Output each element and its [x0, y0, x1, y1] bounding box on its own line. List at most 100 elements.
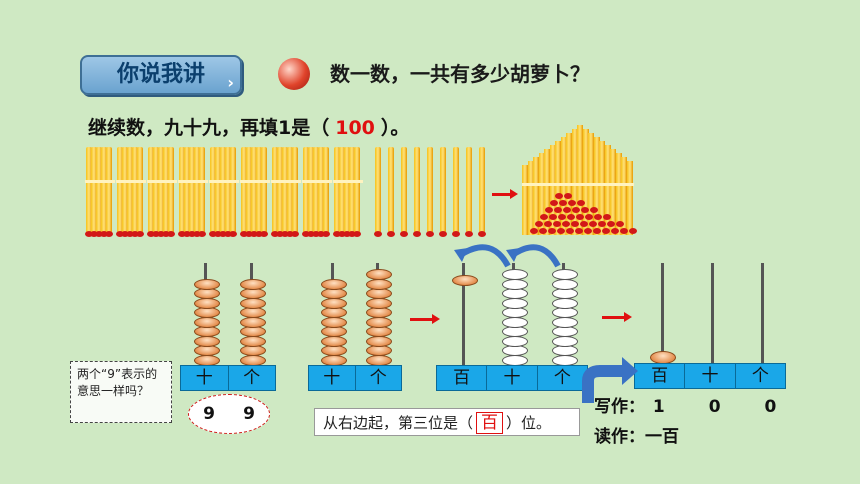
stick-tip — [281, 231, 289, 237]
bend-arrow-icon — [582, 357, 638, 403]
abacus-bead — [552, 278, 578, 290]
abacus-bead — [240, 288, 266, 299]
stick — [261, 147, 267, 233]
stick — [344, 147, 350, 233]
count-sentence: 继续数，九十九，再填1是（100）。 — [88, 113, 409, 140]
stick — [199, 147, 205, 233]
carry-arrows-icon — [454, 244, 561, 268]
arrow-right-icon — [492, 189, 518, 199]
stick — [427, 147, 433, 233]
stick — [220, 147, 226, 233]
stick — [604, 145, 611, 235]
stick — [615, 153, 622, 235]
stick — [163, 147, 169, 233]
bundle-tie — [178, 180, 208, 183]
stick — [610, 149, 616, 235]
abacus-bead — [240, 326, 266, 337]
count-answer: 100 — [335, 117, 375, 139]
bundle-tie — [240, 180, 270, 183]
abacus-bead — [321, 297, 347, 309]
stick — [215, 147, 221, 233]
stick-tip — [95, 231, 103, 237]
abacus-bead — [502, 316, 528, 328]
stick-tip — [568, 200, 576, 206]
stick — [225, 147, 231, 233]
stick-tip — [343, 231, 351, 237]
stick — [168, 147, 174, 233]
stick-tip — [167, 231, 175, 237]
stick — [101, 147, 107, 233]
stick-tip — [116, 231, 124, 237]
stick — [571, 129, 578, 235]
stick — [272, 147, 278, 233]
place-label: 十 — [487, 366, 538, 390]
stick — [122, 147, 128, 233]
abacus-bead — [366, 269, 392, 280]
abacus-bead — [240, 307, 266, 318]
abacus-bead — [502, 326, 528, 337]
abacus-bead — [194, 326, 220, 337]
abacus-bead — [321, 345, 347, 356]
rule-before: 从右边起，第三位是（ — [323, 414, 474, 432]
stick — [621, 157, 627, 235]
stick-tip — [589, 221, 597, 227]
stick — [334, 147, 340, 233]
stick-tip — [387, 231, 395, 237]
abacus-bead — [321, 335, 347, 347]
stick — [210, 147, 216, 233]
stick — [179, 147, 185, 233]
abacus-bead — [240, 335, 266, 347]
abacus2-base: 十 个 — [308, 365, 402, 391]
stick-tip — [576, 214, 584, 220]
abacus-bead — [194, 345, 220, 356]
stick — [189, 147, 195, 233]
stick — [375, 147, 381, 233]
write-line: 写作： 1 0 0 — [594, 392, 776, 417]
abacus-bead — [552, 326, 578, 337]
abacus-bead — [552, 269, 578, 280]
stick-tip — [535, 221, 543, 227]
abacus-bead — [321, 288, 347, 299]
stick — [555, 141, 561, 235]
stick-tip — [465, 231, 473, 237]
stick-tip — [286, 231, 294, 237]
place-label: 个 — [751, 366, 769, 386]
abacus-bead — [194, 297, 220, 309]
stick-tip — [478, 231, 486, 237]
abacus-bead — [321, 326, 347, 337]
stick-tip — [566, 228, 574, 234]
section-tag[interactable]: 你说我讲 › — [80, 55, 242, 95]
digit: 0 — [708, 397, 721, 417]
stick — [308, 147, 314, 233]
abacus-bead — [194, 354, 220, 366]
place-label: 百 — [437, 366, 488, 390]
stick — [582, 129, 589, 235]
stick-tip — [157, 231, 165, 237]
stick — [414, 147, 420, 233]
arrow-right-icon — [410, 314, 440, 324]
read-line: 读作：一百 — [594, 422, 679, 447]
stick-tip — [131, 231, 139, 237]
count-sentence-after: ）。 — [380, 117, 410, 139]
stick — [194, 147, 200, 233]
stick-tip — [580, 221, 588, 227]
abacus-bead — [552, 354, 578, 366]
abacus-bead — [502, 354, 528, 366]
place-label: 个 — [369, 368, 387, 388]
stick-tip — [593, 228, 601, 234]
stick — [106, 147, 112, 233]
stick — [538, 153, 545, 235]
stick — [388, 147, 394, 233]
abacus4-base: 百 十 个 — [634, 363, 786, 389]
stick-tip — [224, 231, 232, 237]
rule-answer: 百 — [476, 412, 504, 434]
stick-tip — [209, 231, 217, 237]
stick — [241, 147, 247, 233]
stick — [522, 165, 528, 235]
stick-tip — [549, 214, 557, 220]
ball-icon — [278, 58, 310, 90]
stick-tip — [147, 231, 155, 237]
stick — [137, 147, 143, 233]
stick-tip — [555, 193, 563, 199]
read-value: 一百 — [645, 427, 679, 447]
